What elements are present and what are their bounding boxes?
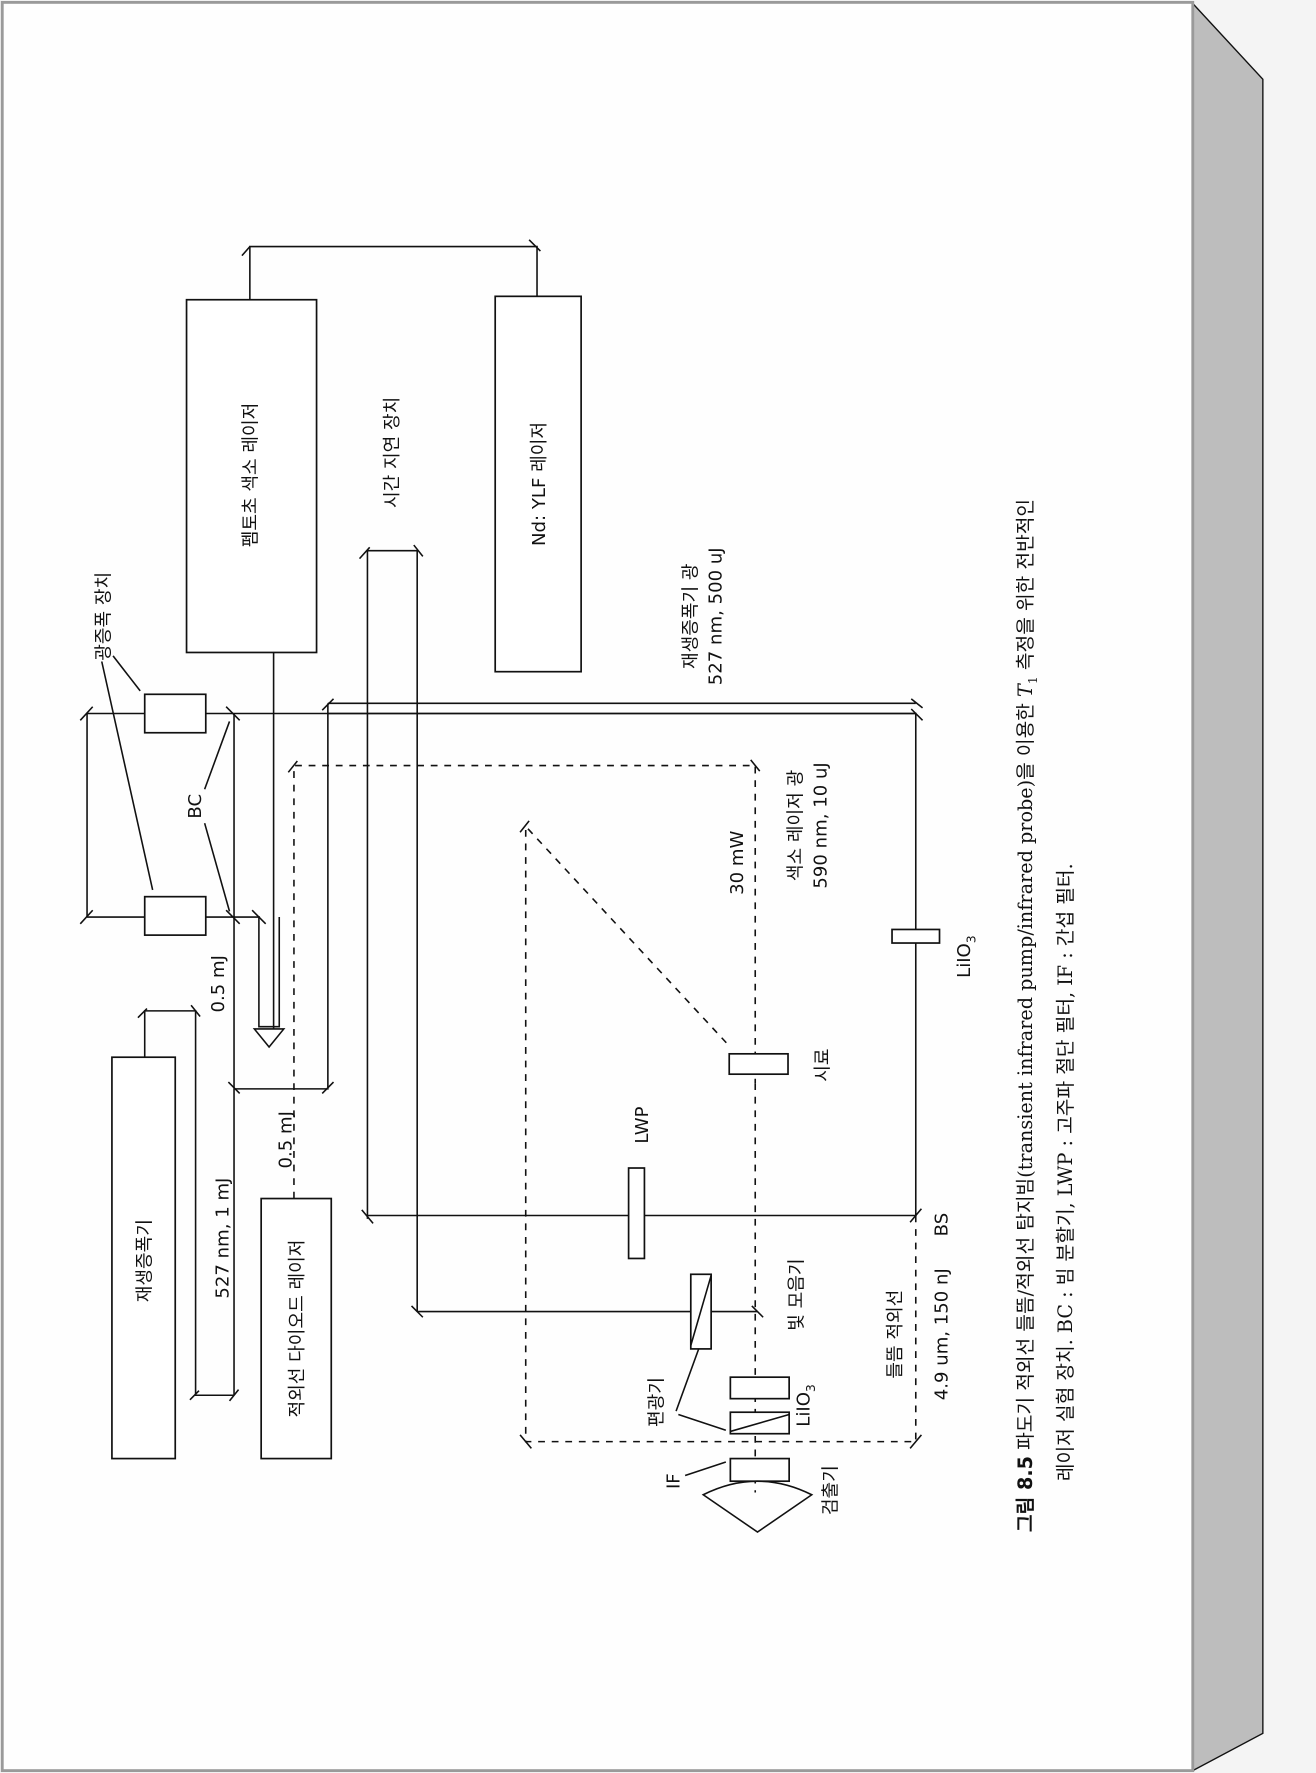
light-collector-label: 빛 모음기 [787,1259,808,1331]
amp-mirrors [79,706,267,925]
time-delay-mirrors [358,544,424,560]
regen-amplifier-box [111,1056,177,1460]
down-arrowhead-icon [252,1028,286,1049]
femto-dye-label: 펨토초 색소 레이저 [241,403,262,548]
if-arrow [684,1461,727,1477]
regen-light-title: 재생증폭기 광 [680,564,701,670]
bc-arrow-2 [203,822,231,912]
liio3-crystal-right [891,928,941,944]
ir-diode-label: 적외선 다이오드 레이저 [287,1240,308,1418]
dye-light-value: 590 nm, 10 uJ [810,762,831,888]
pump-ir-path [524,825,917,1443]
regen-amp-label: 재생증폭기 [134,1219,155,1302]
polarizer-arrow-2 [678,1413,727,1432]
sample-box [728,1052,789,1076]
liio3-right-label: LiIO3 [954,935,979,978]
split-path [258,917,281,1028]
caption-line-2: 레이저 실험 장치. BC : 빔 분할기, LWP : 고주파 절단 필터, … [1054,863,1077,1481]
regen-energy-label: 527 nm, 1 mJ [212,1178,233,1299]
power-label: 30 mW [727,831,748,895]
diagram: 펨토초 색소 레이저 Nd: YLF 레이저 시간 지연 장치 재생증폭기 적외… [79,239,979,1534]
frame-mirrors [361,698,924,1224]
pump-ir-mirrors [519,820,923,1449]
inner-loop [234,703,329,1090]
amp-arrow-1 [112,655,141,692]
bc-label: BC [185,794,206,819]
time-delay-label: 시간 지연 장치 [382,397,403,508]
detector-label: 검출기 [821,1465,842,1515]
pump-ir-diagonal [527,828,730,1047]
if-filter [729,1457,790,1483]
liio3-crystal-left [729,1376,790,1400]
bc-arrow-1 [203,721,231,790]
polarizer-diag [730,1413,790,1433]
polarizer-arrow-1 [675,1348,700,1412]
nd-ylf-laser-box [494,295,582,673]
page-side-shadow [1192,1,1264,1772]
time-delay-path [366,549,418,1312]
sample-label: 시료 [813,1048,834,1081]
polarizer-label: 편광기 [647,1377,668,1427]
regen-light-value: 527 nm, 500 uJ [705,547,726,685]
femtosecond-dye-laser-box [185,298,318,654]
amp-arrow-2 [100,661,154,891]
pump-ir-value: 4.9 um, 150 nJ [931,1268,952,1400]
detector-icon [701,1480,814,1534]
delay-return-mirrors [410,1305,764,1318]
amplifier-crystal-1 [143,693,207,734]
page-sheet [0,0,1195,1773]
if-label: IF [663,1473,684,1489]
regen-mirrors [137,1004,240,1402]
bs-label: BS [931,1213,952,1237]
split-energy-label-1: 0.5 mJ [208,955,229,1012]
figure-caption: 그림 8.5 파도기 적외선 들뜸/적외선 탐지빔(transient infr… [1014,499,1077,1532]
nd-ylf-label: Nd: YLF 레이저 [529,422,550,546]
ir-diode-laser-box [260,1197,333,1460]
light-collector-diag [690,1275,712,1346]
ylf-to-dye-connection [249,245,538,300]
split-energy-label-2: 0.5 mJ [276,1111,297,1168]
liio3-left-label: LiIO3 [793,1384,818,1427]
connection-mirrors [241,239,541,257]
lwp-label: LWP [632,1106,653,1143]
pump-ir-title: 들뜸 적외선 [885,1290,906,1379]
caption-line-1: 그림 8.5 파도기 적외선 들뜸/적외선 탐지빔(transient infr… [1014,499,1040,1532]
inner-mirrors [227,698,335,1094]
amplifier-crystal-2 [143,895,207,936]
lwp-filter [627,1167,646,1260]
diode-mirrors [287,759,761,773]
dye-light-title: 색소 레이저 광 [786,770,807,881]
amplifier-label: 광증폭 장치 [94,572,115,661]
